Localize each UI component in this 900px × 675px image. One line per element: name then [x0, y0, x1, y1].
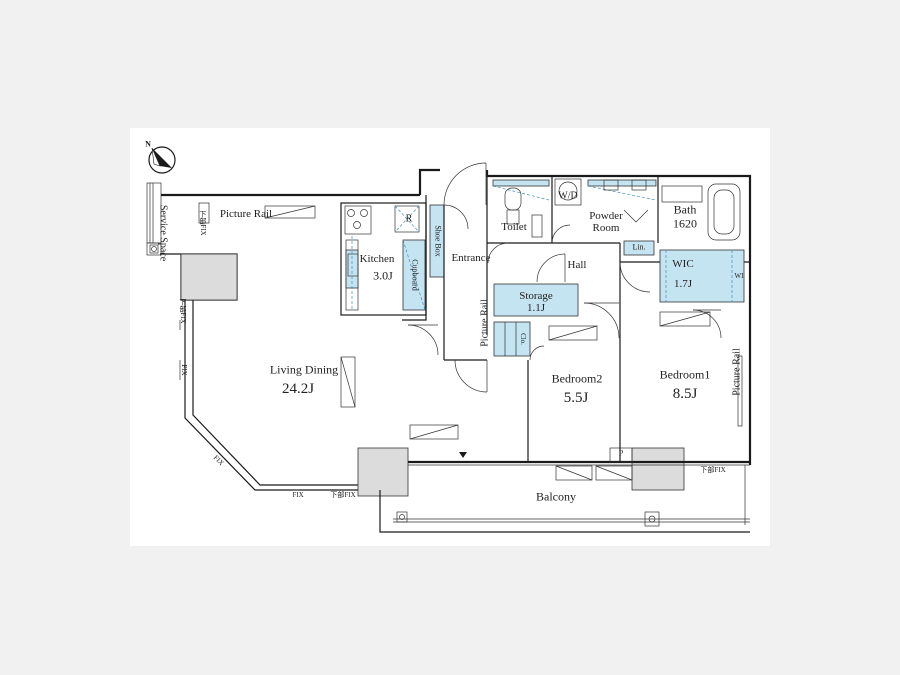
- fix-label-3: FIX: [292, 491, 304, 500]
- pipe-space-mark: P: [618, 448, 624, 458]
- picture-rail-marks: [264, 205, 743, 440]
- bedroom2-name: Bedroom2: [551, 371, 603, 386]
- storage-size: 1.1J: [526, 301, 546, 314]
- picture-rail-label-top: Picture Rail: [219, 207, 273, 220]
- kitchen-name: Kitchen: [359, 252, 395, 265]
- window-markers: [179, 320, 467, 491]
- service-space-area: [146, 182, 210, 256]
- wic-name: WIC: [672, 257, 694, 270]
- picture-rail-label-right: Picture Rail: [731, 348, 743, 396]
- picture-rail-label-center: Picture Rail: [479, 299, 491, 347]
- lin-label: Lin.: [632, 242, 646, 252]
- bedroom1-size: 8.5J: [672, 385, 698, 402]
- kitchen-size: 3.0J: [373, 268, 393, 283]
- exterior-walls: [160, 168, 752, 491]
- closet-label: Clo.: [518, 333, 527, 345]
- compass-label: N: [145, 139, 151, 149]
- lower-fix-label-2: 下部FIX: [178, 298, 187, 324]
- north-arrow-icon: [148, 146, 176, 174]
- powder-room-label: Powder Room: [589, 209, 623, 234]
- bedroom1-name: Bedroom1: [659, 367, 711, 382]
- toilet-label: Toilet: [501, 220, 527, 233]
- floor-plan-card: .w { stroke:#1a1a1a; fill:none; stroke-w…: [130, 128, 770, 546]
- wi-mark: WI: [734, 272, 744, 281]
- lower-fix-label-3: 下部FIX: [330, 491, 356, 500]
- fix-label-1: FIX: [179, 364, 188, 376]
- wic-size: 1.7J: [673, 277, 693, 290]
- bath-size: 1620: [673, 216, 697, 231]
- floor-plan-drawing: .w { stroke:#1a1a1a; fill:none; stroke-w…: [146, 146, 752, 533]
- lower-fix-label-4: 下部FIX: [700, 466, 726, 475]
- entrance-label: Entrance: [451, 251, 491, 264]
- wet-area: [492, 178, 741, 256]
- balcony-area: [357, 447, 750, 533]
- wd-label: W/D: [558, 190, 578, 202]
- balcony-label: Balcony: [536, 489, 576, 504]
- lower-fix-label-1: 下部FIX: [198, 210, 207, 236]
- storage-areas: [493, 249, 745, 357]
- living-dining-name: Living Dining: [269, 362, 339, 377]
- refrigerator-mark: R: [405, 213, 413, 225]
- storage-name: Storage: [519, 289, 553, 302]
- hall-label: Hall: [567, 258, 587, 271]
- kitchen-area: [340, 202, 445, 316]
- service-space-label: Service Space: [157, 204, 169, 262]
- door-swings: [407, 162, 722, 393]
- living-dining-size: 24.2J: [281, 380, 315, 397]
- bedroom2-size: 5.5J: [563, 389, 589, 406]
- bath-name: Bath: [673, 202, 697, 217]
- shoe-box-label: Shoe Box: [433, 225, 443, 257]
- cupboard-label: Cupboard: [410, 259, 420, 291]
